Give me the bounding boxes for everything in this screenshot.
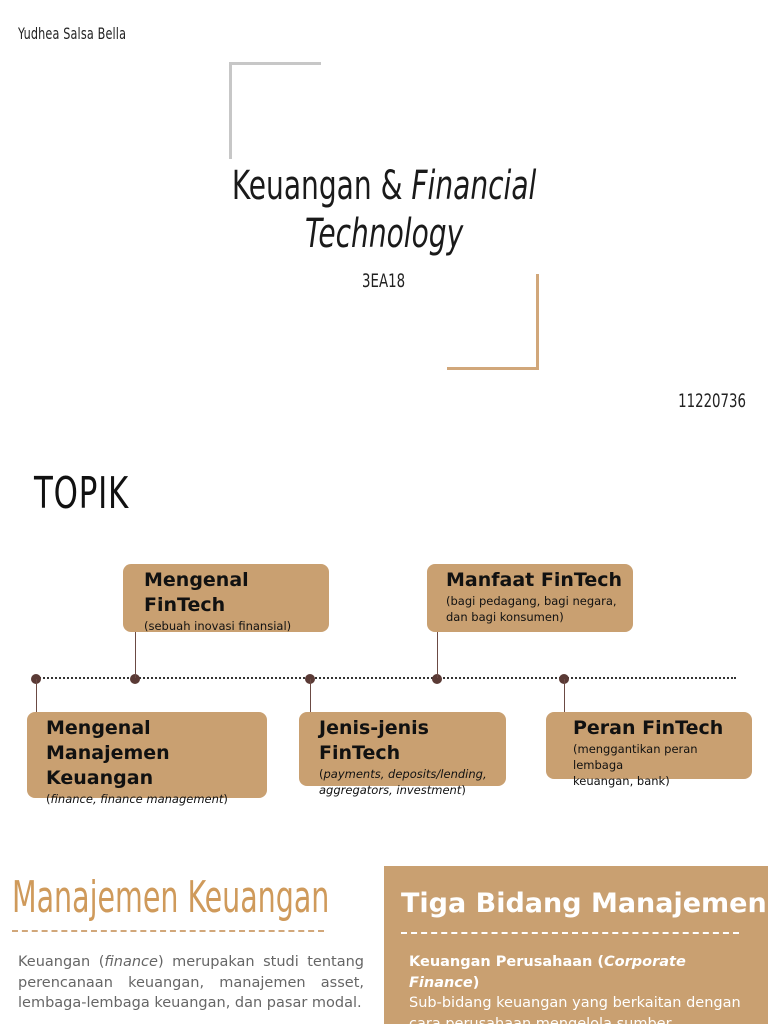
topic-subtitle: (menggantikan peran lembaga keuangan, ba… xyxy=(573,741,742,789)
topic-subtitle: (bagi pedagang, bagi negara, dan bagi ko… xyxy=(446,593,623,625)
item-label: Keuangan Perusahaan (Corporate Finance) xyxy=(409,954,686,991)
decorative-corner-top-left xyxy=(229,62,321,159)
class-code-text: 3EA18 xyxy=(362,270,406,292)
topic-subtitle-italic: aggregators, investment xyxy=(319,783,462,797)
topic-title: Mengenal Manajemen Keuangan xyxy=(46,716,257,791)
text-span: ) merupakan studi tentang perencanaan ke… xyxy=(18,954,364,1011)
timeline-line xyxy=(36,677,736,679)
dashed-divider xyxy=(401,932,739,934)
connector xyxy=(564,679,565,737)
topic-box-jenis-fintech: Jenis-jenis FinTech (payments, deposits/… xyxy=(299,712,506,797)
topic-title-line: Keuangan xyxy=(46,767,154,789)
timeline-dot xyxy=(130,674,140,684)
panel-heading: Tiga Bidang Manajemen xyxy=(401,888,767,919)
topic-subtitle-line: keuangan, bank) xyxy=(573,774,670,788)
label-close: ) xyxy=(472,974,480,991)
page-title: Keuangan & Financial Technology xyxy=(184,162,584,258)
title-italic-1: Financial xyxy=(411,163,537,209)
class-code: 3EA18 xyxy=(284,270,484,292)
topic-subtitle-line: (menggantikan peran lembaga xyxy=(573,742,698,772)
manajemen-paragraph: Keuangan (finance) merupakan studi tenta… xyxy=(18,952,364,1014)
topic-box-manfaat-fintech: Manfaat FinTech (bagi pedagang, bagi neg… xyxy=(427,564,633,632)
item-text: Sub-bidang keuangan yang berkaitan denga… xyxy=(409,995,741,1024)
timeline-dot xyxy=(432,674,442,684)
label-italic: Corporate Finance xyxy=(409,954,686,991)
topic-subtitle-italic: finance, finance management xyxy=(50,792,224,806)
paren: ) xyxy=(461,783,466,797)
dashed-divider xyxy=(12,930,324,932)
title-plain: Keuangan & xyxy=(231,163,412,209)
text-span: Keuangan ( xyxy=(18,954,105,970)
title-italic-2: Technology xyxy=(304,211,464,257)
connector xyxy=(36,679,37,737)
connector xyxy=(310,679,311,737)
topic-subtitle: (sebuah inovasi finansial) xyxy=(144,619,292,633)
topic-subtitle: (payments, deposits/lending, aggregators,… xyxy=(319,766,496,798)
tiga-bidang-panel: Tiga Bidang Manajemen Keuangan Perusahaa… xyxy=(384,866,768,1024)
topic-subtitle-line: (bagi pedagang, bagi negara, xyxy=(446,594,617,608)
topic-subtitle: (finance, finance management) xyxy=(46,791,257,807)
topic-subtitle-italic: payments, deposits/lending, xyxy=(323,767,487,781)
topic-title: Mengenal FinTech xyxy=(144,569,249,616)
topic-box-mengenal-fintech: Mengenal FinTech (sebuah inovasi finansi… xyxy=(123,564,329,633)
student-id: 11220736 xyxy=(678,390,746,412)
topic-box-manajemen-keuangan: Mengenal Manajemen Keuangan (finance, fi… xyxy=(27,712,267,806)
topic-title: Jenis-jenis FinTech xyxy=(319,717,429,764)
topic-subtitle-line: dan bagi konsumen) xyxy=(446,610,564,624)
paren: ) xyxy=(223,792,228,806)
label-plain: Keuangan Perusahaan ( xyxy=(409,954,605,970)
topics-heading: TOPIK xyxy=(34,468,130,519)
paren: ( xyxy=(319,767,324,781)
section-heading-manajemen-keuangan: Manajemen Keuangan xyxy=(12,872,330,923)
paren: ( xyxy=(46,792,51,806)
topic-title-line: Mengenal Manajemen xyxy=(46,717,170,764)
topic-title: Manfaat FinTech xyxy=(446,569,622,591)
panel-paragraph: Keuangan Perusahaan (Corporate Finance) … xyxy=(409,952,761,1024)
decorative-corner-bottom-right xyxy=(447,274,539,370)
topic-title: Peran FinTech xyxy=(573,717,724,739)
text-italic: finance xyxy=(104,954,158,970)
author-name: Yudhea Salsa Bella xyxy=(18,24,127,43)
topic-box-peran-fintech: Peran FinTech (menggantikan peran lembag… xyxy=(546,712,752,788)
